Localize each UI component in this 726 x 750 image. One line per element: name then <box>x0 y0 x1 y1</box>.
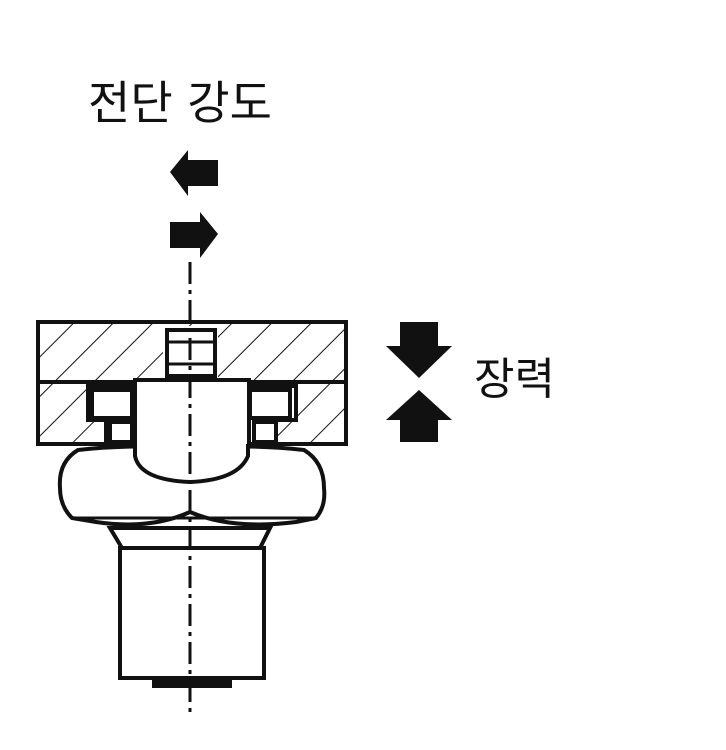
clamp-ring <box>90 388 292 444</box>
tension-label: 장력 <box>474 354 555 405</box>
hex-nut <box>57 444 327 527</box>
tension-arrow-down <box>386 322 452 378</box>
shear-arrow-left <box>170 150 218 196</box>
shear-arrow-right <box>170 212 218 258</box>
tension-arrow-up <box>386 390 452 442</box>
shear-strength-label: 전단 강도 <box>88 76 272 130</box>
